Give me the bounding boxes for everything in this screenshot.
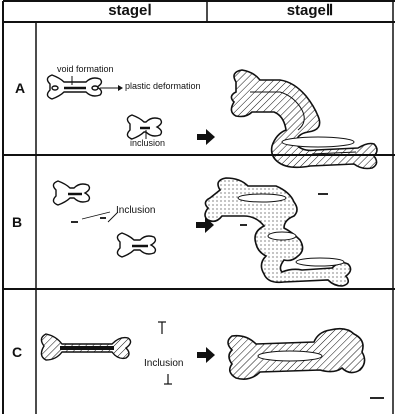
header-stage1: stageⅠ (60, 0, 200, 22)
row-b-stage1-specimen-bottom (117, 233, 155, 257)
row-label-b: B (12, 214, 22, 230)
row-a-stage2-specimen (231, 70, 377, 169)
row-a-stage1-inclusion-specimen (127, 115, 161, 139)
plastic-deformation-label: plastic deformation (125, 81, 201, 91)
row-c-inclusion-label: Inclusion (144, 358, 183, 369)
row-a-arrow (197, 129, 215, 145)
row-a-stage1-void-specimen (47, 75, 123, 99)
row-c-arrow (197, 347, 215, 363)
row-c-inclusion-markers (158, 322, 172, 384)
row-a-inclusion-label: inclusion (130, 138, 165, 148)
row-label-a: A (15, 80, 25, 96)
row-label-c: C (12, 344, 22, 360)
row-b-inclusion-label: Inclusion (116, 205, 155, 216)
row-b-stage2-specimen (205, 178, 351, 286)
row-b-stage1-specimen-top (53, 181, 89, 205)
header-stage2: stageⅡ (230, 0, 390, 22)
row-c-stage2-specimen (228, 329, 384, 398)
row-b-inclusion-dashes (71, 212, 118, 222)
row-c-stage1-specimen (41, 334, 130, 360)
void-formation-label: void formation (57, 64, 114, 74)
